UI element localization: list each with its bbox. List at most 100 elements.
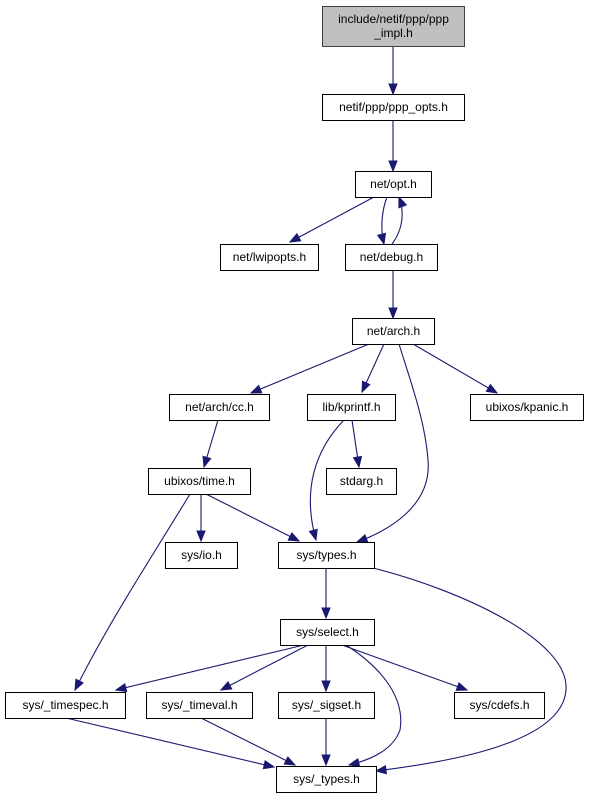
node-box (355, 171, 432, 198)
node-box (352, 318, 435, 345)
edge-root-to-pppopts-arrowhead (388, 83, 398, 96)
edge-opt-to-debug-arrowhead (376, 232, 387, 246)
node-label: include/netif/ppp/ppp (338, 12, 449, 26)
edge-types-to-types (372, 567, 567, 772)
node-select[interactable]: sys/select.h (280, 619, 375, 646)
node-box (307, 394, 396, 421)
edge-time-to-timespec (74, 493, 191, 691)
edge-arch-to-types-arrowhead (355, 533, 369, 543)
edge-timespec-to-types (65, 717, 275, 768)
edge-opt-to-lwipopts (289, 196, 375, 243)
node-stdarg[interactable]: stdarg.h (326, 468, 397, 495)
node-box (278, 692, 375, 719)
edge-select-to-timespec (115, 644, 305, 691)
node-label: sys/select.h (296, 625, 359, 639)
node-timeval[interactable]: sys/_timeval.h (146, 692, 253, 719)
node-time[interactable]: ubixos/time.h (148, 468, 251, 495)
edge-select-to-timespec-arrowhead (114, 682, 128, 693)
edge-cc-to-time-arrowhead (202, 455, 212, 469)
node-box (322, 6, 465, 47)
node-box (5, 692, 126, 719)
edge-timeval-to-types (200, 717, 296, 766)
edge-timeval-to-types-arrowhead (283, 756, 297, 766)
node-box (278, 542, 375, 569)
edge-select-to-cdefs-arrowhead (455, 681, 469, 691)
edge-arch-to-kpanic (412, 343, 498, 394)
edge-pppopts-to-opt-arrowhead (388, 160, 398, 173)
node-label: net/opt.h (370, 177, 417, 191)
node-label: sys/_timespec.h (22, 698, 108, 712)
edge-kprintf-to-types-arrowhead (308, 528, 318, 542)
edge-arch-to-types (356, 343, 429, 543)
node-label: sys/_timeval.h (161, 698, 237, 712)
edge-time-to-io-arrowhead (196, 530, 206, 543)
edge-timespec-to-types-arrowhead (262, 759, 276, 770)
edge-debug-to-opt-arrowhead (398, 195, 408, 209)
node-box (146, 692, 253, 719)
edge-time-to-timespec-arrowhead (74, 678, 84, 692)
edge-sigset-to-types-arrowhead (321, 754, 331, 767)
node-box (169, 394, 270, 421)
node-box (165, 542, 238, 569)
node-box (148, 468, 251, 495)
node-label: net/arch/cc.h (185, 400, 254, 414)
node-opt[interactable]: net/opt.h (355, 171, 432, 198)
edge-arch-to-kpanic-arrowhead (485, 383, 499, 394)
edge-select-to-cdefs (341, 644, 468, 691)
node-label: sys/types.h (296, 548, 356, 562)
nodes-layer: include/netif/ppp/ppp_impl.h netif/ppp/pp… (5, 6, 584, 793)
edge-types-to-types-arrowhead (374, 764, 388, 775)
node-cdefs[interactable]: sys/cdefs.h (454, 692, 545, 719)
node-label: net/lwipopts.h (233, 250, 306, 264)
node-box (322, 94, 465, 121)
node-label: ubixos/time.h (164, 474, 235, 488)
node-box (345, 244, 438, 271)
node-label: sys/_sigset.h (292, 698, 361, 712)
node-label: sys/io.h (181, 548, 222, 562)
node-types[interactable]: sys/types.h (278, 542, 375, 569)
node-timespec[interactable]: sys/_timespec.h (5, 692, 126, 719)
node-sigset[interactable]: sys/_sigset.h (278, 692, 375, 719)
node-debug[interactable]: net/debug.h (345, 244, 438, 271)
node-cc[interactable]: net/arch/cc.h (169, 394, 270, 421)
node-root[interactable]: include/netif/ppp/ppp_impl.h (322, 6, 465, 47)
edge-kprintf-to-types (309, 419, 345, 541)
edges-layer (65, 46, 567, 775)
edge-select-to-types (345, 644, 402, 766)
edge-arch-to-cc (250, 343, 370, 394)
node-box (326, 468, 397, 495)
edge-debug-to-arch-arrowhead (388, 307, 398, 320)
node-label: net/arch.h (367, 324, 420, 338)
node-label: sys/_types.h (293, 772, 360, 786)
node-box (280, 619, 375, 646)
edge-select-to-types-arrowhead (347, 757, 361, 768)
node-lwipopts[interactable]: net/lwipopts.h (220, 244, 319, 271)
node-label: netif/ppp/ppp_opts.h (339, 100, 448, 114)
node-u-types[interactable]: sys/_types.h (276, 766, 377, 793)
edge-select-to-timeval (220, 644, 309, 691)
node-box (276, 766, 377, 793)
edge-time-to-types-arrowhead (287, 532, 301, 542)
edge-arch-to-kprintf-arrowhead (361, 380, 371, 394)
node-io[interactable]: sys/io.h (165, 542, 238, 569)
edge-opt-to-lwipopts-arrowhead (288, 232, 302, 243)
edge-select-to-timeval-arrowhead (219, 680, 233, 691)
node-box (470, 394, 584, 421)
node-kpanic[interactable]: ubixos/kpanic.h (470, 394, 584, 421)
node-label: lib/kprintf.h (322, 400, 380, 414)
edge-select-to-sigset-arrowhead (321, 680, 331, 693)
node-arch[interactable]: net/arch.h (352, 318, 435, 345)
edge-kprintf-to-stdarg-arrowhead (352, 455, 363, 469)
node-label: sys/cdefs.h (469, 698, 529, 712)
node-label: stdarg.h (340, 474, 383, 488)
node-label: net/debug.h (360, 250, 423, 264)
node-label: ubixos/kpanic.h (486, 400, 569, 414)
node-pppu-opts[interactable]: netif/ppp/ppp_opts.h (322, 94, 465, 121)
edge-time-to-types (205, 493, 300, 542)
edge-arch-to-cc-arrowhead (249, 384, 263, 394)
node-kprintf[interactable]: lib/kprintf.h (307, 394, 396, 421)
node-box (454, 692, 545, 719)
node-box (220, 244, 319, 271)
node-label: _impl.h (373, 26, 413, 40)
